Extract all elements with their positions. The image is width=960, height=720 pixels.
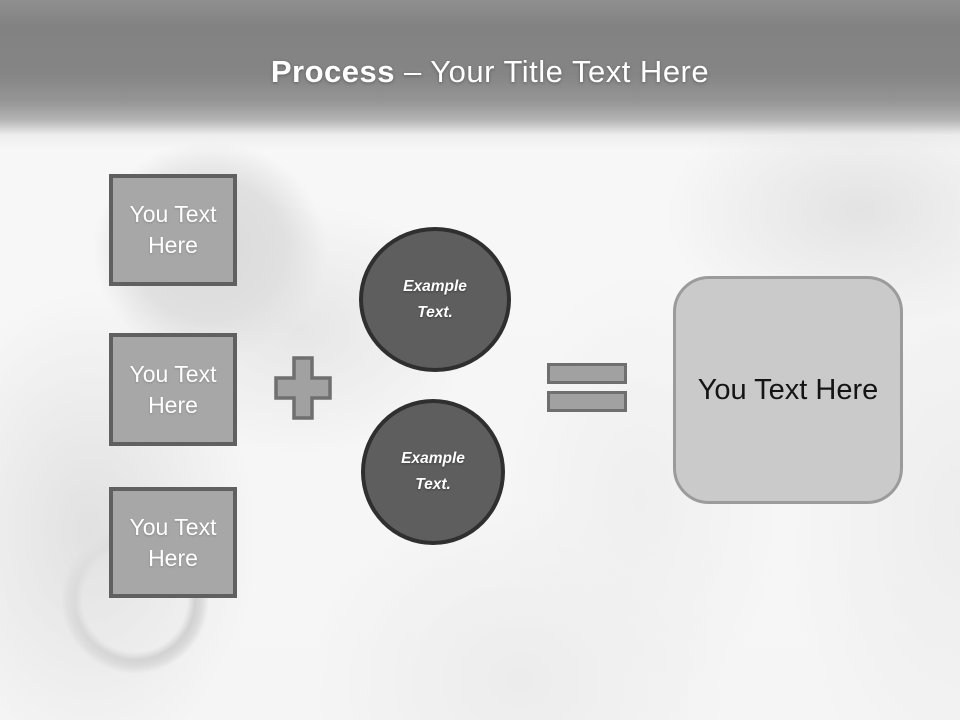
slide-title: Process– Your Title Text Here (0, 0, 960, 90)
input-box-1-label: You Text Here (129, 201, 217, 258)
input-box-2-label: You Text Here (129, 360, 217, 418)
input-box-2: You Text Here (109, 333, 237, 446)
result-box: You Text Here (673, 276, 903, 504)
input-box-3-label: You Text Here (129, 513, 217, 571)
example-circle-2: Example Text. (361, 399, 505, 545)
plus-icon (274, 356, 332, 420)
slide-title-subtitle: – Your Title Text Here (404, 54, 710, 89)
equals-bar-top (547, 363, 627, 384)
example-circle-1-label: Example Text. (403, 277, 467, 321)
result-box-label: You Text Here (697, 373, 879, 406)
input-box-1: You Text Here (109, 174, 237, 286)
equals-bar-bottom (547, 391, 627, 412)
title-bar: Process– Your Title Text Here (0, 0, 960, 150)
example-circle-2-label: Example Text. (401, 450, 465, 493)
input-box-3: You Text Here (109, 487, 237, 598)
slide-title-keyword: Process (270, 54, 396, 89)
equals-icon (547, 363, 627, 412)
example-circle-1: Example Text. (359, 227, 511, 372)
